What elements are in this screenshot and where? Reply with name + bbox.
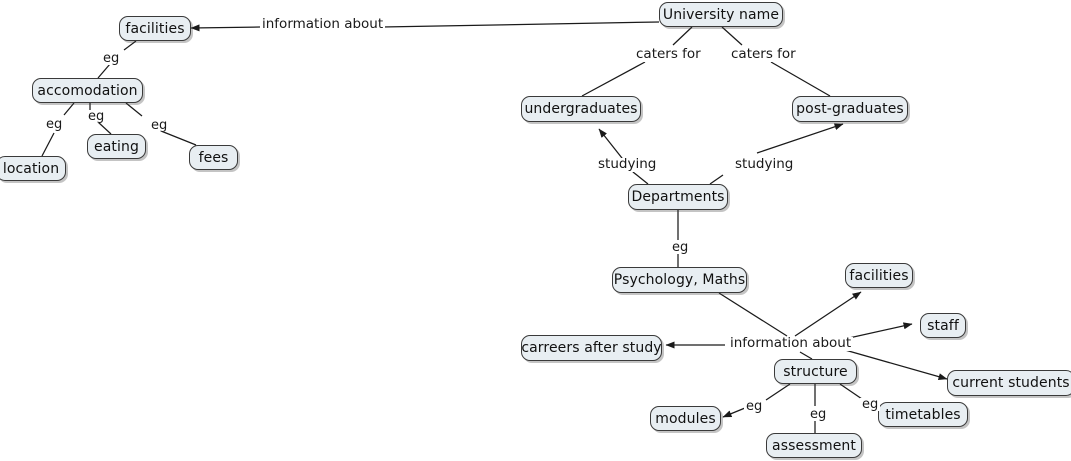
node-location[interactable]: location — [0, 156, 66, 181]
edge-hub-to-structure — [799, 351, 813, 360]
edge-facilities-top-to-accomodation — [123, 40, 137, 51]
edge-structure-to-timetables — [839, 383, 863, 400]
edge-university-name-to-facilities-top — [190, 24, 261, 32]
edge-university-name-to-facilities-top — [381, 21, 660, 28]
link-label-e1: information about — [260, 16, 386, 32]
node-current-students[interactable]: current students — [947, 370, 1071, 396]
edge-university-name-to-undergraduates — [581, 61, 646, 97]
node-departments[interactable]: Departments — [628, 184, 728, 210]
link-label-e2: caters for — [634, 46, 703, 62]
link-label-e18: eg — [86, 109, 107, 124]
edge-lines — [41, 21, 948, 433]
edge-university-name-to-undergraduates — [672, 26, 693, 46]
node-eating[interactable]: eating — [87, 134, 146, 159]
node-modules[interactable]: modules — [650, 406, 721, 431]
node-fees[interactable]: fees — [189, 145, 238, 170]
edge-departments-to-post-graduates — [709, 174, 724, 185]
edge-hub-to-facilities-lower — [794, 291, 862, 337]
link-label-e14: eg — [808, 407, 829, 422]
edge-departments-to-post-graduates — [756, 123, 844, 154]
link-label-e17: eg — [44, 117, 65, 132]
node-staff[interactable]: staff — [920, 313, 966, 338]
node-accomodation[interactable]: accomodation — [32, 78, 143, 103]
link-label-e5: studying — [733, 156, 796, 172]
node-facilities-top[interactable]: facilities — [119, 16, 191, 41]
node-post-graduates[interactable]: post-graduates — [792, 96, 908, 122]
node-psychology-maths[interactable]: Psychology, Maths — [612, 267, 747, 293]
link-label-e15: eg — [860, 397, 881, 412]
edge-university-name-to-post-graduates — [721, 26, 743, 46]
node-facilities-lower[interactable]: facilities — [845, 263, 913, 288]
link-label-e4: studying — [596, 156, 659, 172]
node-undergraduates[interactable]: undergraduates — [521, 96, 641, 122]
edge-university-name-to-post-graduates — [770, 61, 831, 97]
edge-accomodation-to-location — [63, 102, 75, 116]
link-label-e13: eg — [744, 399, 765, 414]
edge-departments-to-undergraduates — [632, 171, 649, 185]
node-assessment[interactable]: assessment — [766, 433, 862, 458]
edge-psychology-maths-to-hub — [718, 292, 788, 337]
edge-accomodation-to-eating — [97, 121, 112, 135]
link-label-e19: eg — [149, 118, 170, 133]
edge-structure-to-modules — [765, 383, 791, 401]
link-label-e16: eg — [101, 51, 122, 66]
link-label-e6: eg — [670, 240, 691, 255]
link-label-e3: caters for — [729, 46, 798, 62]
edge-structure-to-modules — [722, 407, 746, 418]
edge-hub-to-current-students — [837, 347, 948, 381]
link-label-e11: information about — [728, 335, 854, 351]
edge-accomodation-to-location — [41, 132, 55, 157]
edge-accomodation-to-fees — [160, 130, 197, 146]
node-timetables[interactable]: timetables — [878, 402, 968, 427]
node-structure[interactable]: structure — [774, 359, 857, 384]
edge-accomodation-to-fees — [125, 102, 143, 117]
node-carreers-after[interactable]: carreers after study — [521, 335, 662, 361]
node-university-name[interactable]: University name — [659, 2, 783, 27]
edge-facilities-top-to-accomodation — [97, 63, 111, 79]
